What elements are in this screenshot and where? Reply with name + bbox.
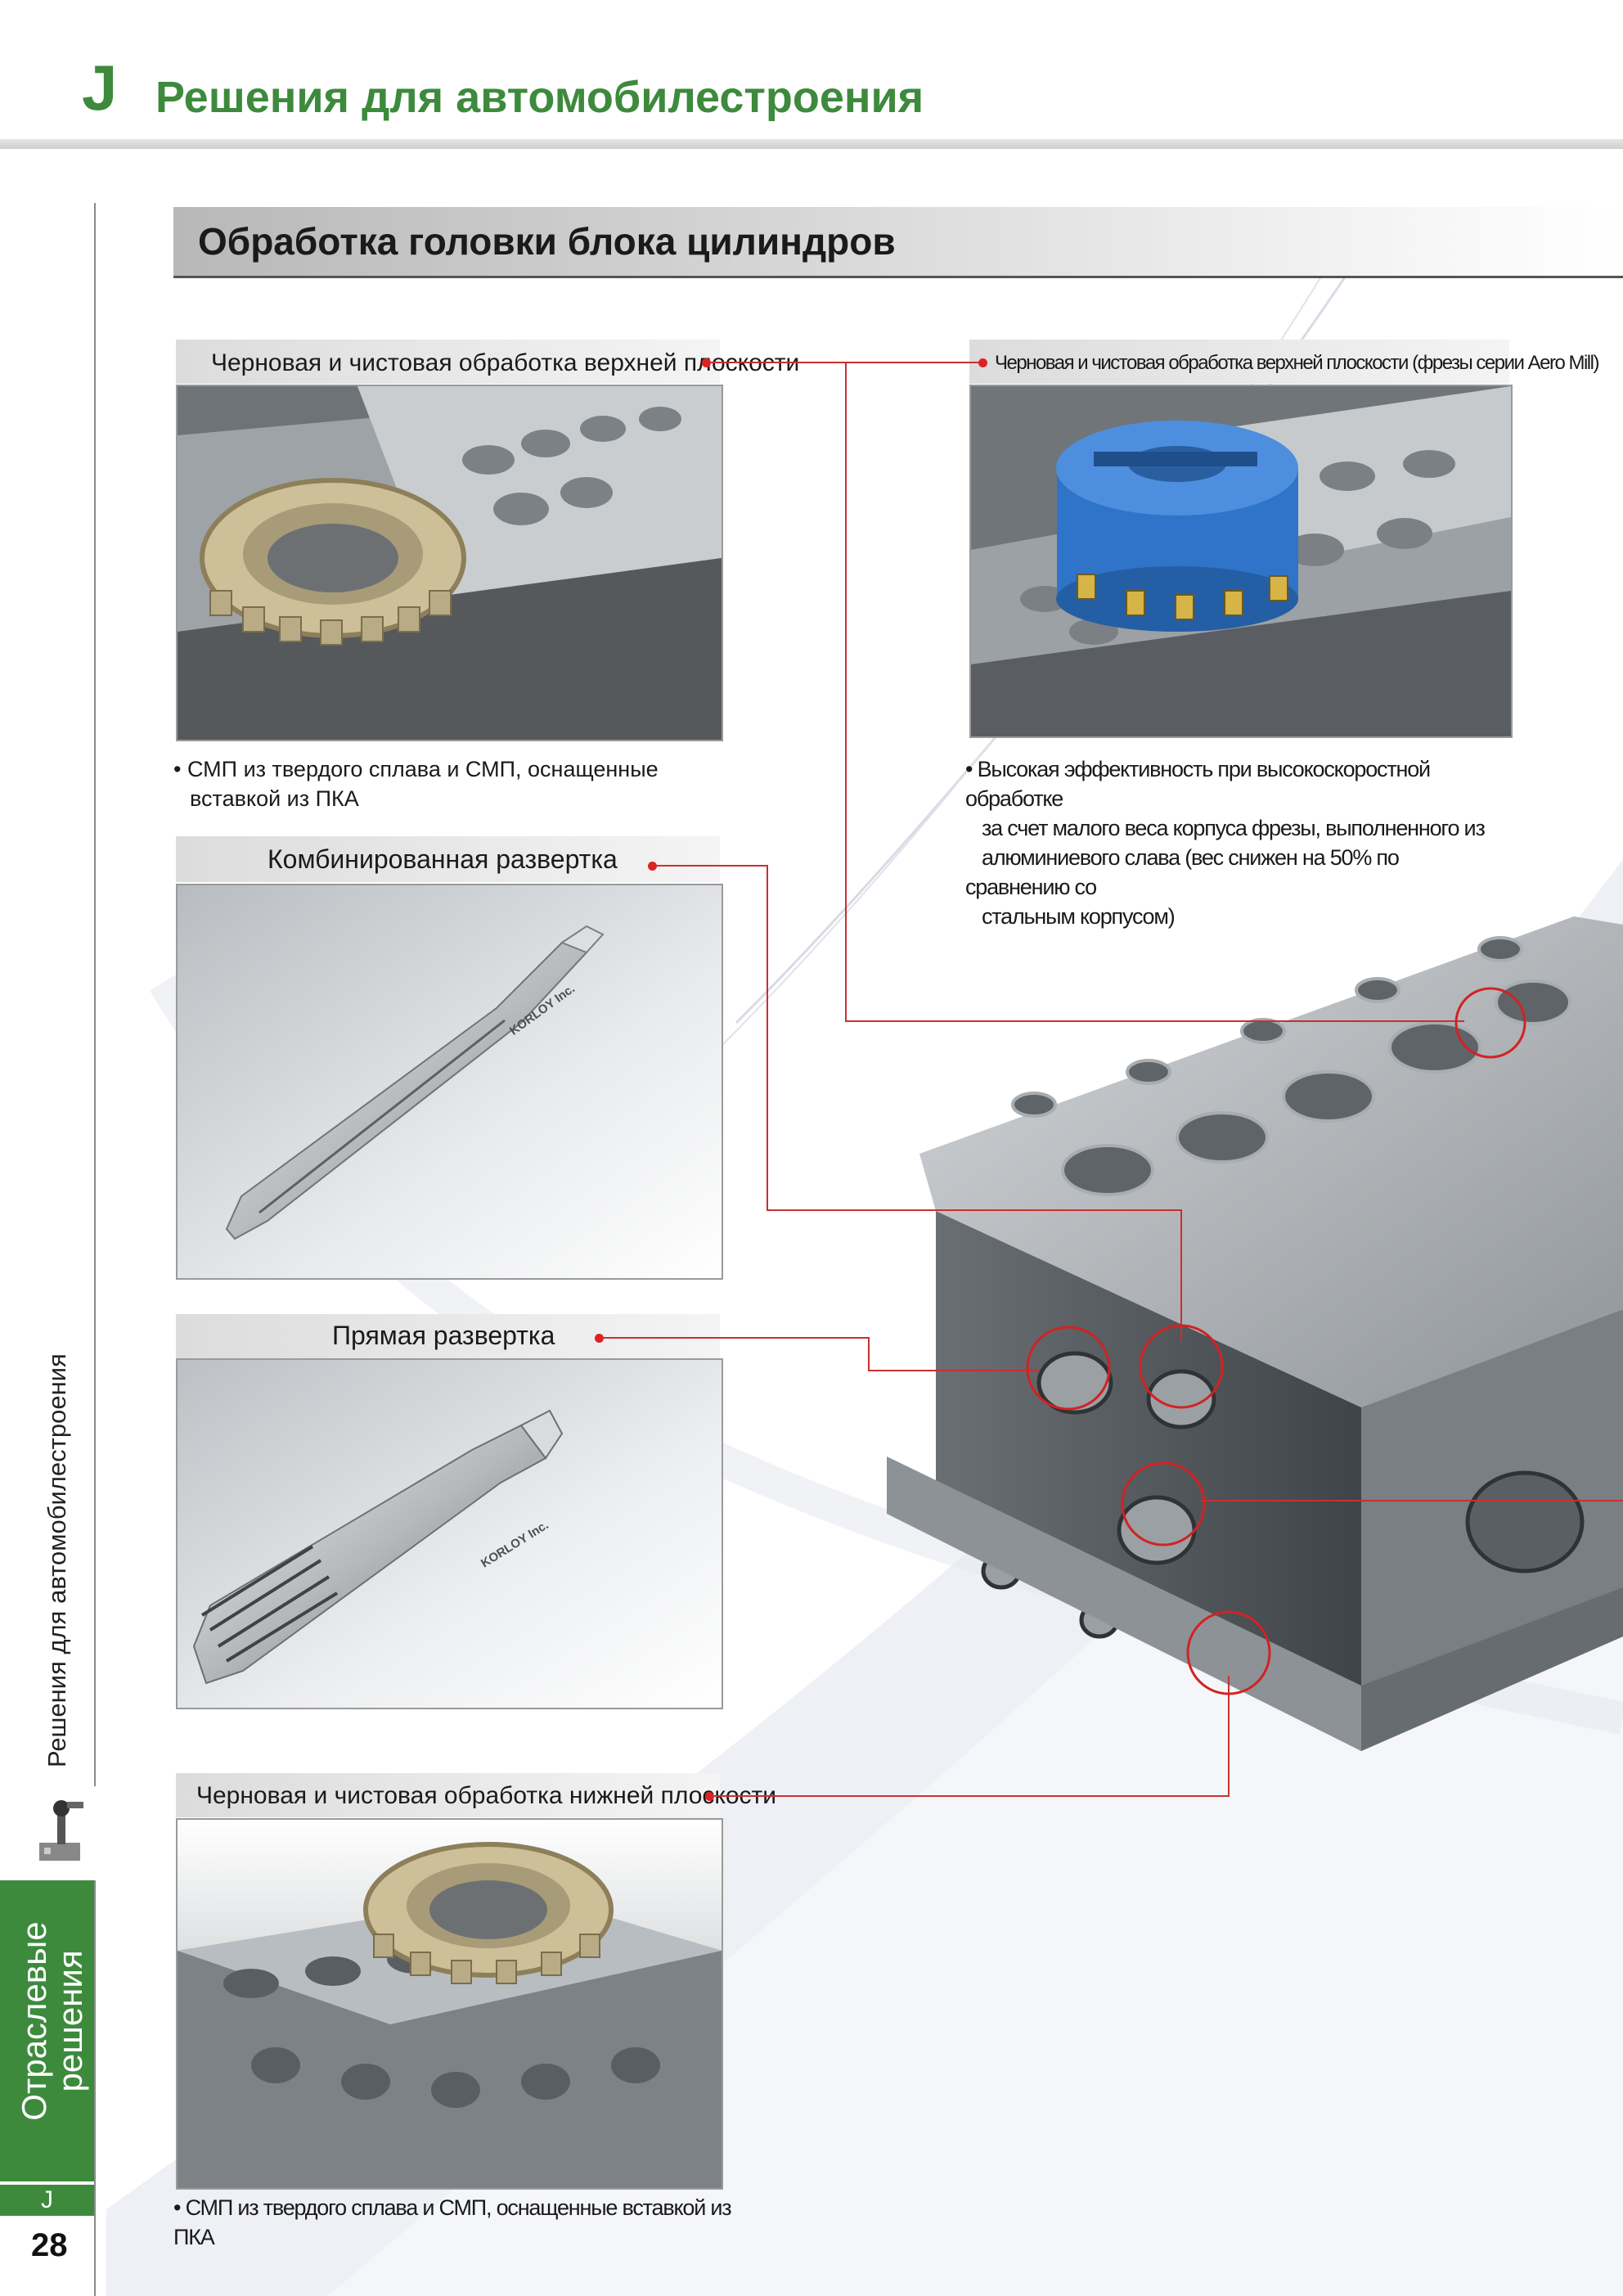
caption-top-left-line-1: СМП из твердого сплава и СМП, оснащенные — [187, 757, 659, 781]
caption-bottom-text: СМП из твердого сплава и СМП, оснащенные… — [173, 2195, 732, 2249]
page-number: 28 — [31, 2227, 68, 2263]
image-straight-reamer — [176, 1358, 723, 1709]
bullet-dot-right: • — [965, 757, 978, 781]
cylinder-head-illustration — [887, 916, 1623, 1751]
image-aero-mill — [969, 385, 1513, 738]
sidebar-divider — [94, 203, 96, 1786]
sidebar-tab-label: Отраслевые решения — [15, 1898, 89, 2144]
label-bar-bottom — [176, 1773, 720, 1817]
sidebar-tab-letter: J — [0, 2185, 94, 2216]
page-title: Решения для автомобилестроения — [155, 73, 924, 122]
callout-dot-bottom — [705, 1792, 714, 1801]
section-band — [173, 207, 1623, 278]
sidebar-tab-line-1: Отраслевые — [15, 1921, 53, 2121]
sidebar-vertical-label: Решения для автомобилестроения — [43, 1353, 71, 1767]
bullet-dot: • — [173, 757, 187, 781]
image-top-face-milling — [176, 385, 723, 741]
image-bottom-face-milling — [176, 1818, 723, 2190]
header-rule — [0, 139, 1623, 149]
label-straight-reamer: Прямая развертка — [332, 1321, 555, 1350]
caption-bottom: • СМП из твердого сплава и СМП, оснащенн… — [173, 2193, 746, 2252]
callout-dot-top-left — [702, 358, 711, 367]
chapter-letter: J — [82, 52, 118, 124]
sidebar-tab-line-2: решения — [51, 1950, 89, 2092]
section-title: Обработка головки блока цилиндров — [198, 220, 896, 263]
caption-top-left: • СМП из твердого сплава и СМП, оснащенн… — [173, 754, 730, 813]
sidebar-tab[interactable] — [0, 1880, 94, 2181]
caption-top-right-line-1: Высокая эффективность при высокоскоростн… — [965, 757, 1431, 811]
callout-dot-top-right — [978, 358, 987, 367]
callout-dot-combined-reamer — [648, 862, 657, 871]
label-combined-reamer: Комбинированная развертка — [268, 844, 618, 874]
robot-arm-icon — [39, 1800, 83, 1861]
label-top-right: Черновая и чистовая обработка верхней пл… — [995, 352, 1599, 374]
bullet-dot-bottom: • — [173, 2195, 186, 2220]
sidebar-divider-lower — [94, 1880, 96, 2296]
label-bottom: Черновая и чистовая обработка нижней пло… — [196, 1782, 777, 1809]
image-combined-reamer — [176, 884, 723, 1280]
callout-dot-straight-reamer — [595, 1334, 604, 1343]
caption-top-right-line-3: алюминиевого слава (вес снижен на 50% по… — [965, 845, 1400, 899]
caption-top-right-line-2: за счет малого веса корпуса фрезы, выпол… — [982, 816, 1486, 840]
label-top-left: Черновая и чистовая обработка верхней пл… — [211, 349, 800, 376]
caption-top-left-line-2: вставкой из ПКА — [190, 786, 359, 811]
label-bar-combined-reamer — [176, 836, 720, 882]
label-bar-top-left — [176, 340, 720, 384]
